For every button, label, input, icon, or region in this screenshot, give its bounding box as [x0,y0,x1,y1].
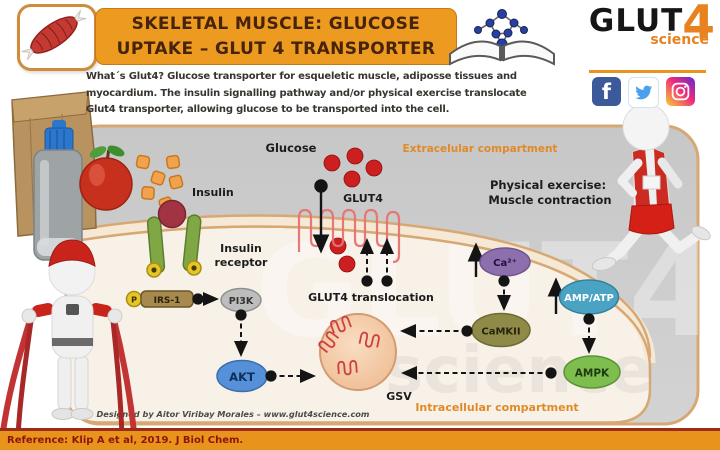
facebook-glyph: f [601,79,612,104]
node-irs1: P IRS-1 [125,290,194,308]
physical-exercise-label-1: Physical exercise: [490,178,606,192]
book-icon [449,40,555,66]
intro-line-1: What´s Glut4? Glucose transporter for es… [86,71,517,82]
logo-science-text: science [650,32,709,48]
social-divider-line [589,70,706,73]
svg-text:CaMKII: CaMKII [481,327,520,338]
glucose-dot [365,159,383,177]
intro-line-3: Glut4 transporter, allowing glucose to b… [86,104,450,115]
svg-text:AMPK: AMPK [575,368,610,380]
extracellular-label: Extracelular compartment [403,143,558,155]
social-links: f [592,77,695,108]
svg-text:AKT: AKT [229,370,255,384]
insulin-square [150,170,166,186]
svg-text:Ca²⁺: Ca²⁺ [493,258,517,269]
insulin-receptor-label-2: receptor [215,256,269,269]
node-pi3k: PI3K [220,287,262,313]
node-ca: Ca²⁺ [479,247,531,277]
logo-glut-text: GLUT [588,3,684,39]
apple-image [79,145,133,211]
lifter-figure [0,239,137,441]
glut4-label: GLUT4 [343,192,383,205]
facebook-icon[interactable]: f [592,77,621,106]
insulin-square [141,186,155,200]
runner-figure [591,103,711,272]
insulin-receptor [146,199,202,278]
node-akt: AKT [216,359,268,393]
insulin-square [135,154,151,170]
node-ampatp: AMP/ATP [558,279,620,315]
book-molecule-icon [438,4,566,68]
intro-line-2: myocardium. The insulin signalling pathw… [86,87,527,99]
svg-text:IRS-1: IRS-1 [154,296,181,306]
muscle-icon [21,9,87,61]
insulin-label: Insulin [192,186,234,199]
glut4-translocation-label: GLUT4 translocation [308,291,434,304]
muscle-icon-box [17,4,97,71]
svg-text:P: P [131,296,137,305]
title-line-2: UPTAKE – GLUT 4 TRANSPORTER [116,38,436,59]
title-line-1: SKELETAL MUSCLE: GLUCOSE [131,13,421,34]
glucose-dot [323,154,341,172]
insulin-square [165,154,181,170]
twitter-icon[interactable] [628,77,659,108]
gsv-vesicle [317,313,397,391]
glucose-dot [346,147,364,165]
phospho-sites [146,260,202,278]
node-camkii: CaMKII [471,312,531,348]
receptor-alpha-subunit [157,199,187,229]
physical-exercise-label-2: Muscle contraction [488,193,611,207]
svg-text:PI3K: PI3K [229,296,254,307]
reference-text: Reference: Klip A et al, 2019. J Biol Ch… [7,435,244,446]
glucose-label: Glucose [266,141,317,155]
intro-text: What´s Glut4? Glucose transporter for es… [86,69,527,119]
insulin-square [168,174,184,190]
node-ampk: AMPK [563,355,621,389]
svg-text:AMP/ATP: AMP/ATP [564,293,614,304]
instagram-icon[interactable] [666,77,695,106]
credit-text: Designed by Aitor Viribay Morales – www.… [97,409,370,419]
glucose-dot [338,255,356,273]
footer-bar: Reference: Klip A et al, 2019. J Biol Ch… [0,428,720,450]
glucose-dot [343,170,361,188]
logo-four-text: 4 [682,0,715,51]
intracellular-label: Intracellular compartment [415,401,578,414]
gsv-label: GSV [386,390,412,403]
title-banner: SKELETAL MUSCLE: GLUCOSE UPTAKE – GLUT 4… [95,8,457,65]
insulin-receptor-label-1: Insulin [220,242,262,255]
